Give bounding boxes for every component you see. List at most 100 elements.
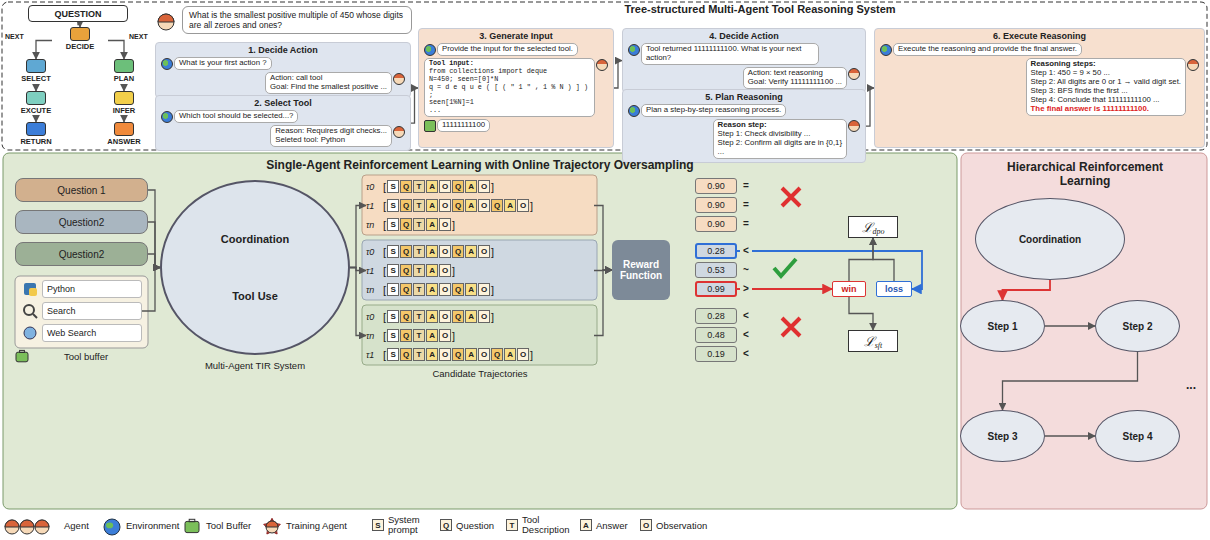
node-text: N=450; seen=[0]*N [429, 76, 590, 84]
token-box: Q [452, 199, 464, 212]
token-box: Q [452, 310, 464, 323]
node-text: Question2 [59, 217, 105, 228]
label-text: = [740, 197, 752, 213]
connector [148, 190, 160, 268]
node-text: ] [530, 200, 533, 212]
node-text: S [390, 285, 395, 294]
node-text: A [429, 220, 435, 229]
node-text: ] [452, 330, 455, 342]
node-text: from collections import deque [429, 68, 590, 76]
token-box: Q [400, 180, 412, 193]
node-text: A [429, 312, 435, 321]
node-text: ] [452, 219, 455, 231]
node-text: 5. Plan Reasoning [627, 92, 861, 102]
node-text: τ0 [366, 312, 382, 322]
node-text: S [390, 331, 395, 340]
flow-step: INFER [96, 91, 152, 118]
agent-icon [20, 520, 34, 527]
node-text: 0.90 [707, 200, 725, 210]
node-text: 1. Decide Action [160, 45, 406, 55]
node-text: INFER [113, 106, 136, 115]
python-icon [29, 288, 37, 296]
node-text: A [468, 350, 474, 359]
node-text: Reasoning steps: [1031, 60, 1181, 69]
node-text: Reason: Requires digit checks... [275, 127, 387, 136]
accept-check [774, 259, 796, 276]
edge-label: NEXT [4, 33, 25, 40]
node-text: A [468, 247, 474, 256]
node-text: PLAN [114, 74, 134, 83]
question-box: QUESTION [28, 5, 128, 22]
label-text: = [740, 178, 752, 194]
token-box: T [413, 329, 425, 342]
agent-icon [35, 520, 49, 527]
node-text: O [481, 285, 487, 294]
token-box: A [465, 310, 477, 323]
node-text: Q [455, 182, 461, 191]
reject-cross [782, 188, 800, 206]
node-text: seen[1%N]=1 [429, 99, 590, 107]
node-text: RETURN [20, 137, 51, 146]
node-text: A [507, 350, 513, 359]
node-text: O [481, 201, 487, 210]
token-box: A [465, 283, 477, 296]
question-box: Question 1 [15, 178, 148, 202]
loss-box: ℒdpo [848, 216, 898, 238]
node-text: Q [403, 266, 409, 275]
chat-panel: 1. Decide ActionWhat is your first actio… [155, 42, 411, 98]
token-box: O [478, 199, 490, 212]
node-text: [ [383, 311, 386, 323]
connector [350, 206, 366, 268]
question-box: Question2 [15, 210, 148, 234]
token-box: O [478, 348, 490, 361]
node-text: O [481, 350, 487, 359]
token-box: O [478, 245, 490, 258]
label-text: Tree-structured Multi-Agent Tool Reasoni… [560, 3, 960, 15]
label-text: < [740, 308, 752, 324]
score-box: 0.99 [695, 281, 737, 297]
token-box: Q [452, 283, 464, 296]
node-text: A [429, 350, 435, 359]
label-text: Tool buffer [36, 351, 136, 362]
tool-item: Web Search [42, 324, 142, 342]
node-text: Q [403, 350, 409, 359]
trajectory-row: τ1[]SQTAO [366, 262, 594, 279]
node-text: 0.90 [707, 219, 725, 229]
label-text: S [372, 519, 384, 531]
agent-bubble: Reason step:Step 1: Check divisibility .… [713, 119, 847, 159]
token-box: A [426, 329, 438, 342]
legend-text: Tool Description [522, 515, 574, 534]
tool-icon [185, 521, 199, 532]
connector [594, 206, 612, 271]
token-box: T [413, 264, 425, 277]
label-text: Q [440, 519, 452, 531]
node-text: Step 4: Conclude that 11111111100 ... [1031, 96, 1181, 105]
chat-panel: 3. Generate InputProvide the input for t… [418, 28, 614, 148]
flow-step: RETURN [8, 122, 64, 149]
node-text: Step 1 [987, 321, 1017, 332]
token-box: O [439, 218, 451, 231]
rl-panel [3, 153, 957, 509]
node-text: Q [403, 182, 409, 191]
node-text: [ [383, 200, 386, 212]
node-text: Q [403, 331, 409, 340]
node-text: O [520, 350, 526, 359]
node-text: Q [455, 201, 461, 210]
node-text: A [429, 201, 435, 210]
step-ellipse: Step 1 [960, 300, 1045, 352]
token-box: O [439, 348, 451, 361]
token-box: A [504, 199, 516, 212]
trajectory-row: τn[]SQTAOQAO [366, 281, 594, 298]
score-box: 0.90 [695, 178, 737, 194]
node-text: S [390, 247, 395, 256]
node-text: τ0 [366, 182, 382, 192]
label-text: Multi-Agent TIR System [165, 360, 345, 371]
token-box: A [426, 310, 438, 323]
node-text: Q [455, 350, 461, 359]
chat-panel: 2. Select ToolWhich tool should be selec… [155, 95, 411, 151]
token-box: A [465, 199, 477, 212]
node-text: Q [455, 312, 461, 321]
node-text: T [417, 331, 422, 340]
node-text: ANSWER [107, 137, 140, 146]
